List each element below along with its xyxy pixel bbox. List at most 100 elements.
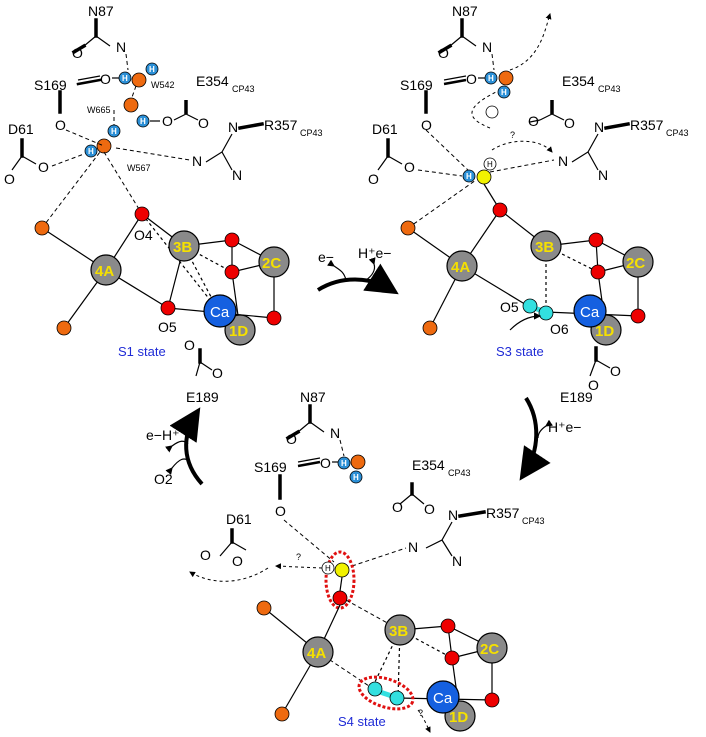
label-s1-state: S1 state: [118, 344, 166, 359]
s4-panel: N87 O N S169 O O H H E354 CP43 O O N R35…: [189, 389, 545, 733]
atom-o: O: [286, 431, 297, 447]
atom-o: O: [100, 71, 111, 87]
atom-n: N: [192, 153, 202, 169]
label-r357-s4: R357: [486, 505, 520, 521]
atom-o: O: [404, 159, 415, 175]
svg-text:H: H: [140, 117, 146, 126]
mn-1d-s4: 1D: [449, 709, 468, 726]
label-o5: O5: [158, 319, 177, 335]
question-mark-s4: ?: [296, 552, 301, 562]
label-o4: O4: [134, 227, 153, 243]
mn-2c-s4: 2C: [480, 641, 499, 658]
mn-1d: 1D: [229, 323, 248, 340]
atom-n: N: [448, 507, 458, 523]
svg-text:H: H: [487, 160, 493, 169]
atom-n: N: [228, 119, 238, 135]
atom-o: O: [392, 499, 403, 515]
svg-text:H: H: [501, 88, 507, 97]
mn-3b-s3: 3B: [535, 239, 554, 256]
label-r357-sub: CP43: [300, 128, 323, 138]
atom-o: O: [466, 71, 477, 87]
label-h-e-2: H⁺e−: [548, 419, 581, 435]
ca-atom-s4: Ca: [433, 690, 453, 707]
label-s169: S169: [34, 77, 67, 93]
mn-4a-s3: 4A: [451, 259, 470, 276]
label-o6-s3: O6: [550, 321, 569, 337]
atom-o: O: [162, 113, 173, 129]
atom-o: O: [4, 171, 15, 187]
label-e354-s3: E354: [562, 73, 595, 89]
atom-n: N: [594, 119, 604, 135]
atom-o: O: [424, 501, 435, 517]
svg-text:H: H: [488, 74, 494, 83]
label-o2: O2: [154, 471, 173, 487]
label-e-minus: e−: [318, 249, 334, 265]
label-n87: N87: [88, 3, 114, 19]
svg-text:H: H: [341, 459, 347, 468]
label-r357-sub-s3: CP43: [666, 128, 689, 138]
label-w542: W542: [151, 80, 175, 90]
svg-text:H: H: [88, 147, 94, 156]
label-e189-s1: E189: [186, 389, 219, 405]
mn-3b-s4: 3B: [389, 623, 408, 640]
atom-n: N: [116, 39, 126, 55]
atom-o: O: [421, 117, 432, 133]
label-e189-s3: E189: [560, 389, 593, 405]
svg-text:H: H: [325, 564, 331, 573]
atom-o: O: [200, 547, 211, 563]
atom-n: N: [408, 539, 418, 555]
atom-n: N: [558, 153, 568, 169]
atom-o: O: [564, 115, 575, 131]
atom-o: O: [38, 159, 49, 175]
atom-n: N: [598, 167, 608, 183]
label-d61: D61: [8, 121, 34, 137]
svg-text:H: H: [466, 172, 472, 181]
svg-text:H: H: [122, 74, 128, 83]
atom-o: O: [232, 553, 243, 569]
mn-3b: 3B: [173, 239, 192, 256]
atom-o: O: [610, 363, 621, 379]
atom-o: O: [55, 117, 66, 133]
label-e354-sub: CP43: [232, 84, 255, 94]
label-e354-s4: E354: [412, 457, 445, 473]
atom-o: O: [368, 171, 379, 187]
label-r357-s3: R357: [630, 117, 664, 133]
label-n87-s3: N87: [452, 3, 478, 19]
label-w665: W665: [87, 105, 111, 115]
label-s169-s3: S169: [400, 77, 433, 93]
label-w567: W567: [127, 163, 151, 173]
svg-text:H: H: [353, 473, 359, 482]
mn-2c-s3: 2C: [626, 255, 645, 272]
atom-o: O: [320, 455, 331, 471]
atom-n: N: [452, 553, 462, 569]
atom-n: N: [330, 425, 340, 441]
atom-o: O: [184, 337, 195, 353]
label-s3-state: S3 state: [496, 344, 544, 359]
label-s169-s4: S169: [254, 459, 287, 475]
atom-o: O: [275, 503, 286, 519]
svg-text:H: H: [149, 65, 155, 74]
label-o5-s3: O5: [500, 299, 519, 315]
label-e-h: e−H⁺: [146, 427, 179, 443]
atom-o: O: [212, 365, 223, 381]
atom-o: O: [198, 115, 209, 131]
question-mark-s4-b: ?: [418, 708, 423, 718]
mn-4a: 4A: [95, 263, 114, 280]
ca-atom-s3: Ca: [580, 304, 600, 321]
label-h-e-1: H⁺e−: [358, 245, 391, 261]
ca-atom: Ca: [210, 304, 230, 321]
atom-o: O: [588, 377, 599, 393]
question-mark: ?: [510, 130, 515, 140]
s1-panel: N87 O N S169 O O H H W542 H W665 O O E35…: [4, 3, 323, 405]
label-n87-s4: N87: [300, 389, 326, 405]
svg-text:H: H: [111, 127, 117, 136]
mn-2c: 2C: [262, 255, 281, 272]
atom-n: N: [482, 39, 492, 55]
label-d61-s3: D61: [372, 121, 398, 137]
transition-arrows: e− H⁺e− H⁺e− e−H⁺ O2: [146, 245, 581, 487]
label-e354: E354: [196, 73, 229, 89]
label-r357-sub-s4: CP43: [522, 516, 545, 526]
label-e354-sub-s3: CP43: [598, 84, 621, 94]
atom-o: O: [528, 113, 539, 129]
mn-4a-s4: 4A: [307, 645, 326, 662]
